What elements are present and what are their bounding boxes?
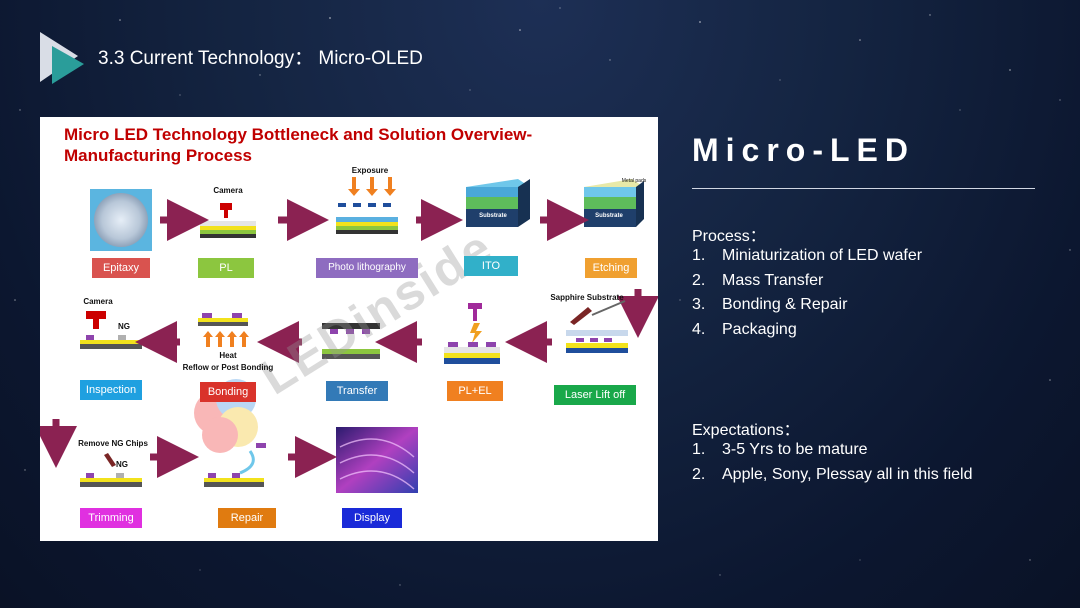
list-item: 1.Miniaturization of LED wafer xyxy=(692,247,923,264)
caption-ng: NG xyxy=(118,322,130,331)
caption-exposure: Exposure xyxy=(351,166,389,175)
caption-reflow: Reflow or Post Bonding xyxy=(182,363,274,372)
step-label-epitaxy: Epitaxy xyxy=(92,258,150,278)
slide-title: 3.3 Current Technology： Micro-OLED xyxy=(98,48,423,69)
step-label-pl: PL xyxy=(198,258,254,278)
process-title: Process： xyxy=(692,228,766,245)
step-label-laser-lift-off: Laser Lift off xyxy=(554,385,636,405)
pl-el-graphic xyxy=(444,303,500,364)
step-label-trimming: Trimming xyxy=(80,508,142,528)
bonding-graphic xyxy=(198,313,249,347)
caption-remove-ng-chips: Remove NG Chips xyxy=(78,439,148,448)
caption-metal-pads: Metal pads xyxy=(621,178,647,184)
ito-graphic xyxy=(466,179,530,227)
step-label-etching: Etching xyxy=(585,258,637,278)
step-label-photo-lithography: Photo lithography xyxy=(316,258,418,278)
caption-substrate: Substrate xyxy=(479,213,507,219)
diagram-title-line1: Micro LED Technology Bottleneck and Solu… xyxy=(64,125,533,144)
process-list: 1.Miniaturization of LED wafer 2.Mass Tr… xyxy=(692,244,922,342)
step-label-bonding: Bonding xyxy=(200,382,256,402)
pl-graphic xyxy=(200,203,256,238)
logo-icon xyxy=(40,32,84,84)
etching-graphic xyxy=(584,179,644,227)
heading-divider xyxy=(692,188,1035,189)
step-label-display: Display xyxy=(342,508,402,528)
caption-camera: Camera xyxy=(213,186,243,195)
list-item: 1.3-5 Yrs to be mature xyxy=(692,441,868,458)
epitaxy-wafer xyxy=(90,189,152,251)
section-heading: Micro-LED xyxy=(692,132,915,168)
step-label-transfer: Transfer xyxy=(326,381,388,401)
diagram-title-line2: Manufacturing Process xyxy=(64,146,252,165)
caption-sapphire-substrate: Sapphire Substrate xyxy=(550,293,624,302)
expectations-title: Expectations： xyxy=(692,422,800,439)
photo-lithography-graphic xyxy=(336,177,398,234)
laser-lift-off-graphic xyxy=(566,300,628,353)
caption-camera: Camera xyxy=(83,297,113,306)
manufacturing-process-diagram: Micro LED Technology Bottleneck and Solu… xyxy=(40,117,658,541)
transfer-graphic xyxy=(322,323,380,359)
list-item: 2.Mass Transfer xyxy=(692,271,824,289)
repair-graphic xyxy=(204,443,266,487)
step-label-inspection: Inspection xyxy=(80,380,142,400)
process-flow-graphic xyxy=(40,177,658,493)
caption-ng: NG xyxy=(116,460,128,469)
trimming-graphic xyxy=(80,453,142,487)
diagram-title: Micro LED Technology Bottleneck and Solu… xyxy=(64,124,532,166)
expectations-list: 1.3-5 Yrs to be mature 2.Apple, Sony, Pl… xyxy=(692,438,973,487)
step-label-pl-el: PL+EL xyxy=(447,381,503,401)
display-image xyxy=(336,427,418,493)
list-item: 2.Apple, Sony, Plessay all in this field xyxy=(692,465,973,483)
list-item: 3.Bonding & Repair xyxy=(692,296,848,313)
step-label-repair: Repair xyxy=(218,508,276,528)
inspection-graphic xyxy=(80,311,142,349)
caption-substrate: Substrate xyxy=(595,213,623,219)
step-label-ito: ITO xyxy=(464,256,518,276)
list-item: 4.Packaging xyxy=(692,320,797,338)
caption-heat: Heat xyxy=(219,351,237,360)
